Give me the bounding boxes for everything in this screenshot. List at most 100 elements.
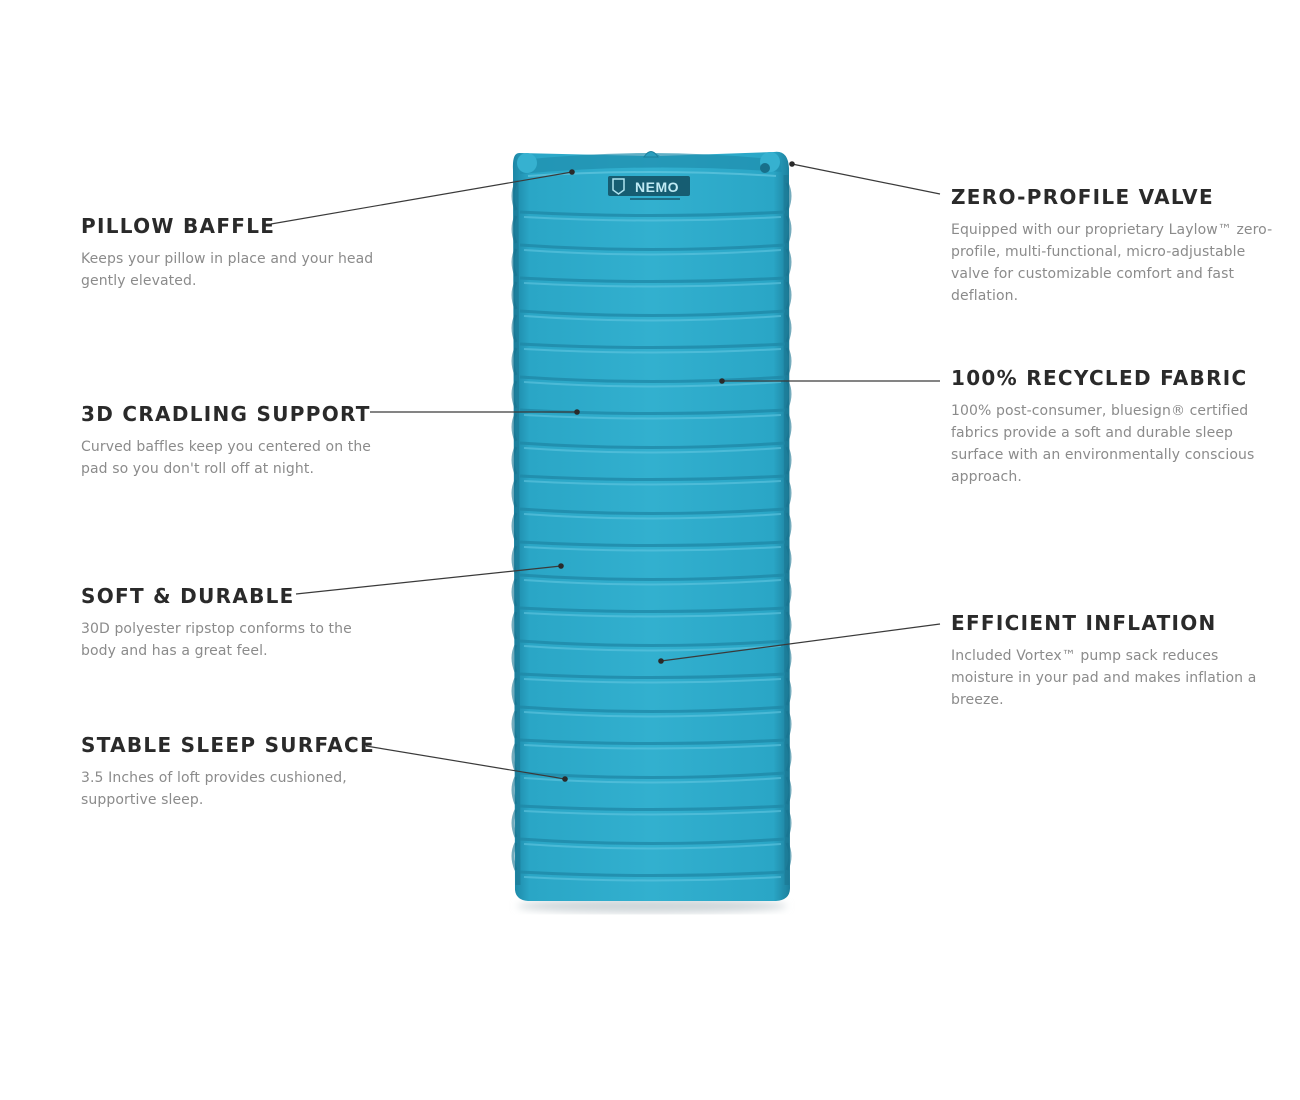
baffle-seam xyxy=(519,639,786,647)
baffle-side-bulge xyxy=(511,809,518,838)
baffle-seam xyxy=(519,540,786,547)
baffle-seam xyxy=(519,243,786,251)
baffle-side-bulge xyxy=(785,545,792,574)
baffle-highlight xyxy=(523,513,782,520)
feature-title: 100% RECYCLED FABRIC xyxy=(951,366,1248,390)
baffle-side-bulge xyxy=(785,347,792,376)
nemo-logo: NEMO xyxy=(608,176,690,200)
pad-corner-left xyxy=(517,153,537,173)
baffle-highlight xyxy=(523,579,782,586)
baffle-highlight xyxy=(523,546,782,552)
baffle-seam xyxy=(519,375,786,383)
baffle-side-bulge xyxy=(785,611,792,640)
baffle-side-bulge xyxy=(511,644,518,673)
feature-description: 100% post-consumer, bluesign® certified … xyxy=(951,403,1255,485)
baffle-seam xyxy=(519,606,786,613)
feature-description: Keeps your pillow in place and your head… xyxy=(81,251,374,289)
feature-title: STABLE SLEEP SURFACE xyxy=(81,733,375,757)
baffle-side-bulge xyxy=(785,776,792,805)
baffle-side-bulge xyxy=(785,710,792,739)
feature-title: SOFT & DURABLE xyxy=(81,584,295,608)
baffle-seam xyxy=(519,573,786,581)
baffle-side-bulge xyxy=(785,644,792,673)
leader-line-valve xyxy=(791,163,941,195)
pad-baffles xyxy=(511,182,792,882)
baffle-seam xyxy=(519,210,786,217)
baffle-side-bulge xyxy=(785,677,792,706)
baffle-seam xyxy=(519,342,786,349)
baffle-highlight xyxy=(523,282,782,288)
feature-pillow-baffle: PILLOW BAFFLE Keeps your pillow in place… xyxy=(81,214,381,292)
baffle-side-bulge xyxy=(785,380,792,409)
baffle-side-bulge xyxy=(511,446,518,475)
leader-line-stable xyxy=(365,745,566,780)
baffle-seam xyxy=(519,441,786,449)
baffle-side-bulge xyxy=(511,248,518,277)
leader-dot-pillow xyxy=(569,169,575,175)
baffle-highlight xyxy=(523,381,782,388)
baffle-highlight xyxy=(523,612,782,618)
baffle-highlight xyxy=(523,480,782,486)
baffle-side-bulge xyxy=(511,512,518,541)
baffle-side-bulge xyxy=(785,479,792,508)
feature-title: 3D CRADLING SUPPORT xyxy=(81,402,371,426)
baffle-highlight xyxy=(523,843,782,850)
baffle-seam xyxy=(519,276,786,283)
baffle-seam xyxy=(519,474,786,481)
feature-description: 30D polyester ripstop conforms to the bo… xyxy=(81,621,352,659)
baffle-seam xyxy=(519,309,786,317)
pad-top-tab xyxy=(643,151,659,158)
leader-dot-cradling xyxy=(574,409,580,415)
leader-dot-fabric xyxy=(719,378,725,384)
feature-soft-durable: SOFT & DURABLE 30D polyester ripstop con… xyxy=(81,584,381,662)
baffle-seam xyxy=(519,738,786,745)
baffle-side-bulge xyxy=(511,347,518,376)
baffle-seam xyxy=(519,507,786,515)
baffle-highlight xyxy=(523,348,782,354)
valve-icon xyxy=(760,163,770,173)
pillow-baffle-rim xyxy=(520,153,782,174)
baffle-side-bulge xyxy=(785,314,792,343)
baffle-side-bulge xyxy=(511,743,518,772)
baffle-side-bulge xyxy=(785,809,792,838)
leader-line-soft xyxy=(295,565,562,595)
baffle-seam xyxy=(519,870,786,877)
baffle-seam xyxy=(519,672,786,679)
leader-line-inflation xyxy=(660,623,941,662)
baffle-highlight xyxy=(523,645,782,652)
feature-description: Equipped with our proprietary Laylow™ ze… xyxy=(951,222,1273,304)
feature-cradling-support: 3D CRADLING SUPPORT Curved baffles keep … xyxy=(81,402,381,480)
leader-lines xyxy=(270,163,941,780)
feature-description: Curved baffles keep you centered on the … xyxy=(81,439,372,477)
baffle-highlight xyxy=(523,414,782,420)
baffle-side-bulge xyxy=(511,281,518,310)
baffle-side-bulge xyxy=(785,248,792,277)
pad-left-edge xyxy=(513,179,521,886)
pad-shadow xyxy=(517,899,787,913)
baffle-highlight xyxy=(523,216,782,222)
feature-stable-surface: STABLE SLEEP SURFACE 3.5 Inches of loft … xyxy=(81,733,381,811)
baffle-side-bulge xyxy=(511,215,518,244)
feature-description: Included Vortex™ pump sack reduces moist… xyxy=(951,648,1257,708)
baffle-side-bulge xyxy=(785,512,792,541)
logo-text: NEMO xyxy=(635,179,679,195)
pad-body xyxy=(512,151,790,902)
baffle-side-bulge xyxy=(511,842,518,871)
baffle-side-bulge xyxy=(785,215,792,244)
baffle-side-bulge xyxy=(511,380,518,409)
feature-recycled-fabric: 100% RECYCLED FABRIC 100% post-consumer,… xyxy=(951,366,1281,488)
baffle-side-bulge xyxy=(511,413,518,442)
baffle-side-bulge xyxy=(785,842,792,871)
baffle-highlight xyxy=(523,447,782,454)
baffle-side-bulge xyxy=(511,776,518,805)
leader-dot-valve xyxy=(789,161,795,167)
baffle-side-bulge xyxy=(511,710,518,739)
baffle-highlight xyxy=(523,315,782,322)
leader-line-pillow xyxy=(270,171,573,225)
feature-description: 3.5 Inches of loft provides cushioned, s… xyxy=(81,770,347,808)
baffle-highlight xyxy=(523,777,782,784)
baffle-side-bulge xyxy=(511,182,518,211)
baffle-seam xyxy=(519,771,786,779)
